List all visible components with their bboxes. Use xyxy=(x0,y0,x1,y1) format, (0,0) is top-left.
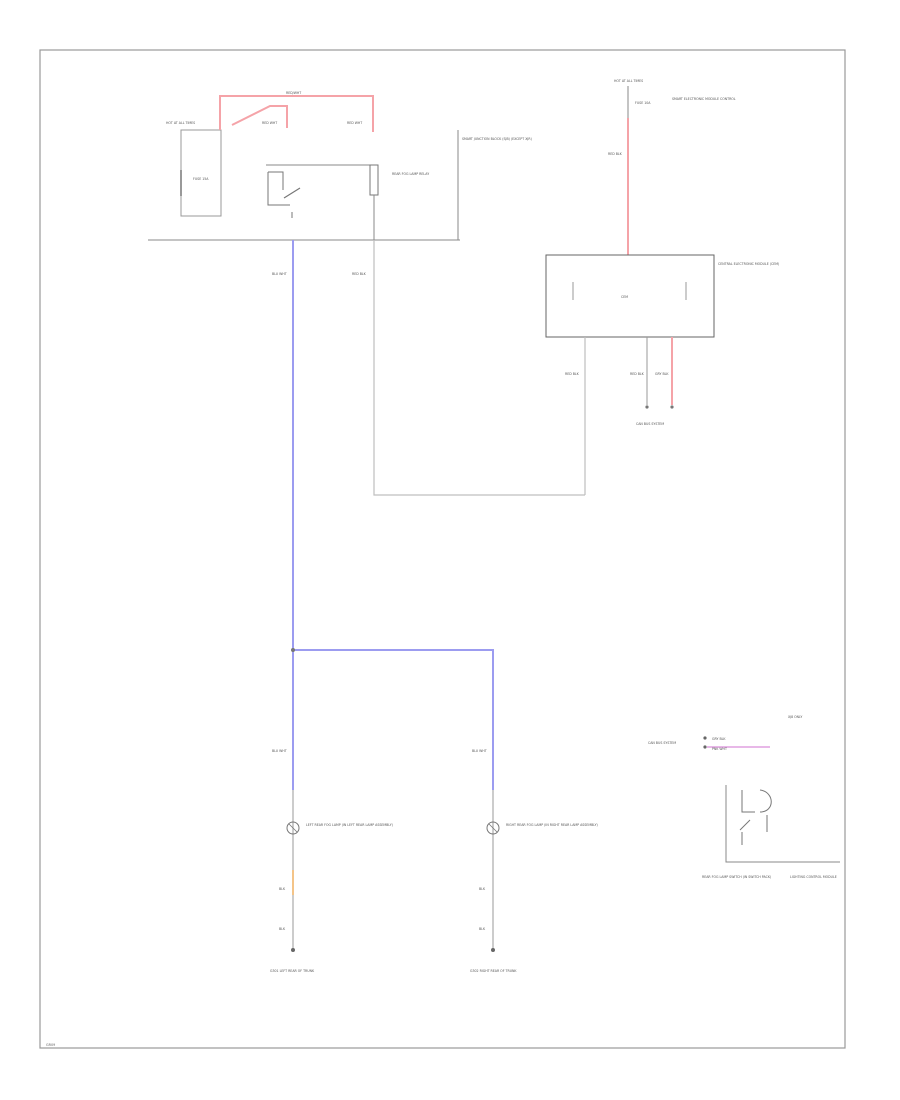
connector-icon xyxy=(703,745,707,749)
connector-icon xyxy=(645,405,674,409)
red-wire-diagonal xyxy=(231,105,288,128)
wire-label-blu-1: BLU WHT xyxy=(272,272,287,276)
module-box xyxy=(545,254,715,338)
switch-inset: XJ8 ONLY CAN BUS SYSTEM GRY BLK PNK WHT … xyxy=(648,715,840,879)
wire-code-b: RED WHT xyxy=(347,121,362,125)
module-top-label: SMART ELECTRONIC MODULE CONTROL xyxy=(672,97,736,101)
right-lamp-label: RIGHT REAR FOG LAMP (IN RIGHT REAR LAMP … xyxy=(506,823,598,827)
wire-blk-left-1: BLK xyxy=(279,887,286,891)
inset-bus-label: CAN BUS SYSTEM xyxy=(648,741,676,745)
junction-block-label: SMART JUNCTION BLOCK (SJB) (EXCEPT XJR) xyxy=(462,137,532,141)
connector-icon xyxy=(703,736,707,740)
diagram-border xyxy=(39,49,846,1049)
fuse-label-right: FUSE 10A xyxy=(635,101,651,105)
module-short: CEM xyxy=(621,295,628,299)
ground-icon xyxy=(491,948,495,952)
ground-right-label: G302 RIGHT REAR OF TRUNK xyxy=(470,969,517,973)
ground-left-label: G301 LEFT REAR OF TRUNK xyxy=(270,969,315,973)
central-module: HOT AT ALL TIMES FUSE 10A SMART ELECTRON… xyxy=(545,79,779,495)
relay-label: REAR FOG LAMP RELAY xyxy=(392,172,429,176)
footer-code: GR09 xyxy=(46,1043,55,1047)
wire-blk-left-2: BLK xyxy=(279,927,286,931)
left-lamp-label: LEFT REAR FOG LAMP (IN LEFT REAR LAMP AS… xyxy=(306,823,393,827)
inset-title: XJ8 ONLY xyxy=(788,715,802,719)
lamp-icon xyxy=(286,821,300,835)
wire-code-a: RED WHT xyxy=(262,121,277,125)
red-wire-top xyxy=(219,95,374,132)
inset-wire-2: PNK WHT xyxy=(712,747,727,751)
splice-point xyxy=(291,648,295,652)
lamp-icon xyxy=(486,821,500,835)
inset-wire-1: GRY BLK xyxy=(712,737,726,741)
inset-switch-label: REAR FOG LAMP SWITCH (IN SWITCH PACK) xyxy=(702,875,771,879)
left-fog-lamp: LEFT REAR FOG LAMP (IN LEFT REAR LAMP AS… xyxy=(270,790,393,973)
ground-icon xyxy=(291,948,295,952)
switch-icon xyxy=(725,785,840,863)
wire-label-blu-right: BLU WHT xyxy=(472,749,487,753)
fuse-label-left: FUSE 15A xyxy=(193,177,209,181)
hot-label-right: HOT AT ALL TIMES xyxy=(614,79,643,83)
blue-wire-branch xyxy=(293,649,494,790)
wire-label-gry: GRY BLK xyxy=(655,372,669,376)
wire-label-red-3: RED BLK xyxy=(630,372,645,376)
gray-wire-relay-to-module xyxy=(373,240,585,496)
wire-label-red-relay: RED BLK xyxy=(352,272,367,276)
hot-label-left: HOT AT ALL TIMES xyxy=(166,121,195,125)
right-fog-lamp: RIGHT REAR FOG LAMP (IN RIGHT REAR LAMP … xyxy=(470,790,598,973)
module-label: CENTRAL ELECTRONIC MODULE (CEM) xyxy=(718,262,779,266)
wire-label-blu-left: BLU WHT xyxy=(272,749,287,753)
fuse-icon xyxy=(180,129,222,217)
inset-side-label: LIGHTING CONTROL MODULE xyxy=(790,875,837,879)
wire-label-red-1: RED BLK xyxy=(608,152,623,156)
wire-code-top: RED/WHT xyxy=(286,91,301,95)
to-switch-label: CAN BUS SYSTEM xyxy=(636,422,664,426)
wire-label-red-2: RED BLK xyxy=(565,372,580,376)
wire-blk-right-2: BLK xyxy=(479,927,486,931)
junction-block: HOT AT ALL TIMES FUSE 15A RED/WHT RED WH… xyxy=(148,91,532,241)
switch-icon xyxy=(266,164,379,240)
wire-blk-right-1: BLK xyxy=(479,887,486,891)
